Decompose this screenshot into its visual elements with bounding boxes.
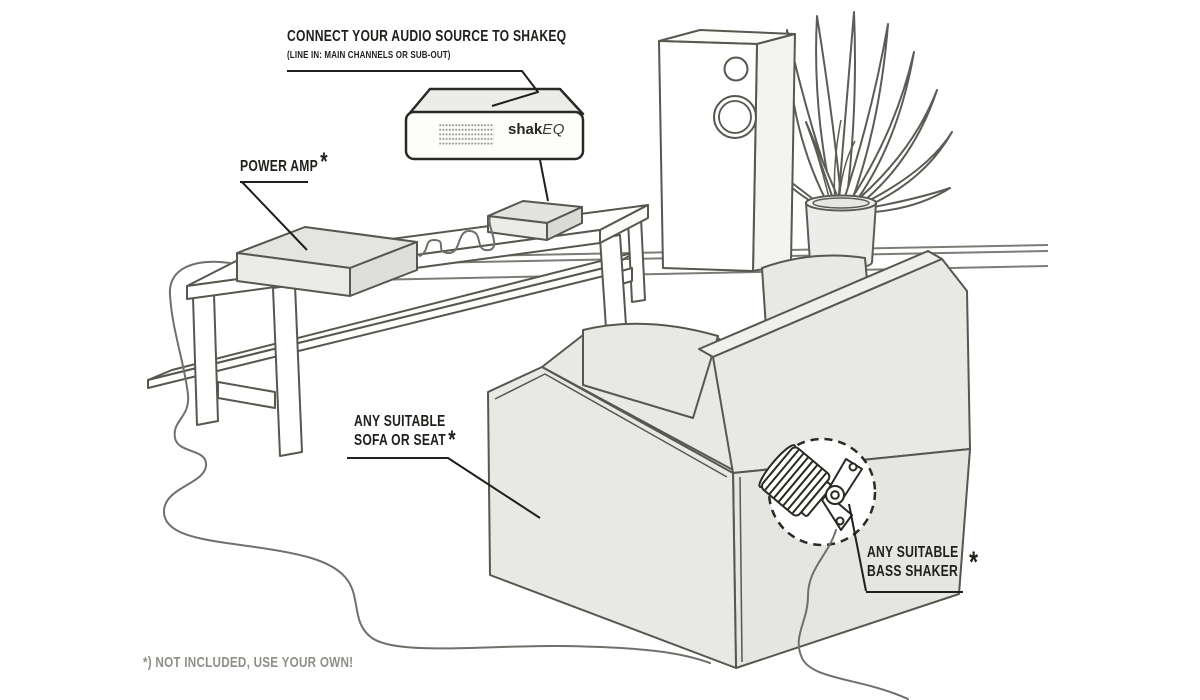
shakeq-on-bench bbox=[487, 200, 583, 241]
power-amp-callout-text: POWER AMP bbox=[240, 158, 318, 175]
speaker-tweeter bbox=[723, 56, 749, 82]
footnote: *) NOT INCLUDED, USE YOUR OWN! bbox=[143, 654, 354, 671]
bench-leg bbox=[192, 293, 219, 426]
sofa-backrest-rear bbox=[712, 258, 971, 474]
floor-cable bbox=[162, 260, 711, 664]
minibox-side bbox=[546, 206, 583, 241]
bass-shaker-detail bbox=[758, 437, 909, 700]
source-underline-leader bbox=[287, 70, 539, 107]
sofa-arm-left bbox=[487, 366, 737, 669]
source-callout-title: CONNECT YOUR AUDIO SOURCE TO SHAKEQ bbox=[287, 28, 567, 45]
device-vent-grille bbox=[439, 124, 494, 147]
shaker-screw-hole bbox=[848, 462, 858, 472]
power-amp-leader bbox=[240, 181, 308, 251]
sofa-callout: ANY SUITABLE SOFA OR SEAT* bbox=[354, 412, 456, 453]
bass-shaker-callout-line1: ANY SUITABLE bbox=[867, 544, 959, 561]
bench-top-end bbox=[599, 204, 649, 244]
device-brand-logo: shakEQ bbox=[508, 121, 565, 138]
tabletop-cable bbox=[419, 217, 496, 257]
brand-suffix: EQ bbox=[542, 121, 565, 138]
source-callout: CONNECT YOUR AUDIO SOURCE TO SHAKEQ (LIN… bbox=[287, 28, 566, 61]
plant-leaf bbox=[837, 11, 856, 207]
shaker-screw-hole bbox=[835, 516, 845, 526]
sofa bbox=[487, 250, 971, 669]
plant-leaf bbox=[849, 131, 953, 212]
shaker-leader bbox=[848, 503, 963, 593]
source-callout-subtitle: (LINE IN: MAIN CHANNELS OR SUB-OUT) bbox=[287, 49, 451, 62]
device-front bbox=[404, 110, 585, 161]
bench-leg bbox=[599, 234, 627, 329]
asterisk-mark: * bbox=[320, 148, 328, 176]
tower-speaker bbox=[658, 29, 796, 272]
plant-leaf bbox=[841, 23, 889, 207]
bench-rail bbox=[217, 381, 276, 409]
bass-shaker-callout: ANY SUITABLE BASS SHAKER * bbox=[867, 543, 978, 581]
sofa-callout-line2: SOFA OR SEAT bbox=[354, 432, 446, 449]
sofa-callout-line1: ANY SUITABLE bbox=[354, 413, 446, 430]
leader-lines bbox=[240, 70, 963, 593]
bench-leg bbox=[627, 217, 646, 303]
bench-leg bbox=[272, 284, 303, 457]
device-to-box-leader bbox=[539, 159, 549, 202]
shakeq-device bbox=[404, 87, 585, 161]
asterisk-mark: * bbox=[969, 546, 979, 579]
power-amp-callout: POWER AMP* bbox=[240, 150, 328, 176]
amp-side bbox=[349, 241, 418, 297]
asterisk-mark: * bbox=[448, 426, 456, 454]
brand-prefix: shak bbox=[508, 121, 543, 138]
speaker-side bbox=[752, 33, 796, 272]
shaker-cable bbox=[797, 529, 909, 700]
bass-shaker-callout-line2: BASS SHAKER bbox=[867, 563, 959, 580]
plant-leaf bbox=[845, 51, 915, 208]
power-amp bbox=[236, 226, 418, 297]
device-top bbox=[407, 87, 585, 116]
bass-shaker bbox=[758, 444, 863, 531]
sofa-leader bbox=[347, 457, 541, 519]
potted-plant bbox=[771, 11, 953, 270]
plant-leaf bbox=[847, 89, 938, 210]
